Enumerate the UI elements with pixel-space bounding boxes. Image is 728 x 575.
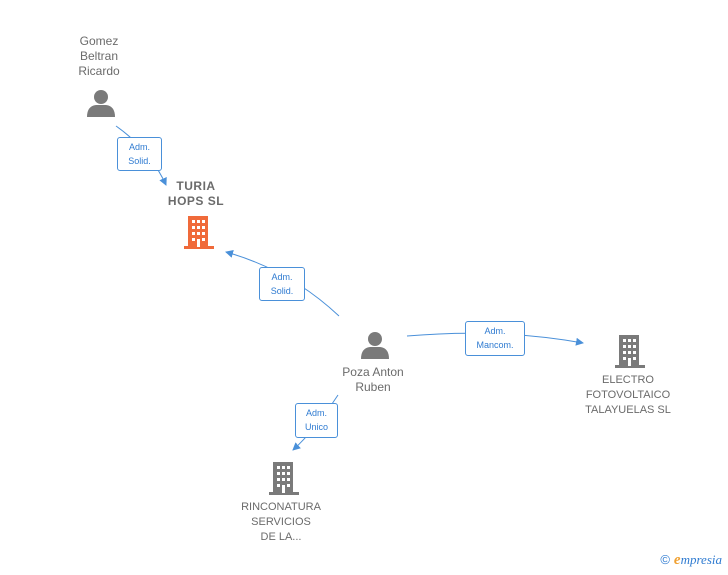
edge-label-poza-turia[interactable]: Adm. Solid. — [259, 267, 305, 301]
edge-label-gomez-turia[interactable]: Adm. Solid. — [117, 137, 162, 171]
building-icon[interactable] — [268, 461, 300, 495]
person-label-poza[interactable]: Poza Anton Ruben — [342, 365, 404, 394]
company-label-turia[interactable]: TURIA HOPS SL — [167, 179, 225, 208]
person-icon[interactable] — [360, 330, 390, 360]
edge-label-poza-electro[interactable]: Adm. Mancom. — [465, 321, 525, 356]
building-icon[interactable] — [183, 215, 215, 249]
company-label-electro[interactable]: ELECTRO FOTOVOLTAICO TALAYUELAS SL — [585, 374, 671, 416]
building-icon[interactable] — [614, 334, 646, 368]
person-label-gomez[interactable]: Gomez Beltran Ricardo — [78, 34, 120, 78]
company-label-rinconatura[interactable]: RINCONATURA SERVICIOS DE LA... — [241, 501, 321, 543]
copyright-symbol: © — [660, 552, 670, 567]
person-icon[interactable] — [86, 88, 116, 118]
edge-label-poza-rinconatura[interactable]: Adm. Unico — [295, 403, 338, 438]
empresia-brand: ©empresia — [660, 552, 722, 569]
brand-initial: e — [673, 552, 681, 568]
brand-name: mpresia — [680, 552, 722, 567]
